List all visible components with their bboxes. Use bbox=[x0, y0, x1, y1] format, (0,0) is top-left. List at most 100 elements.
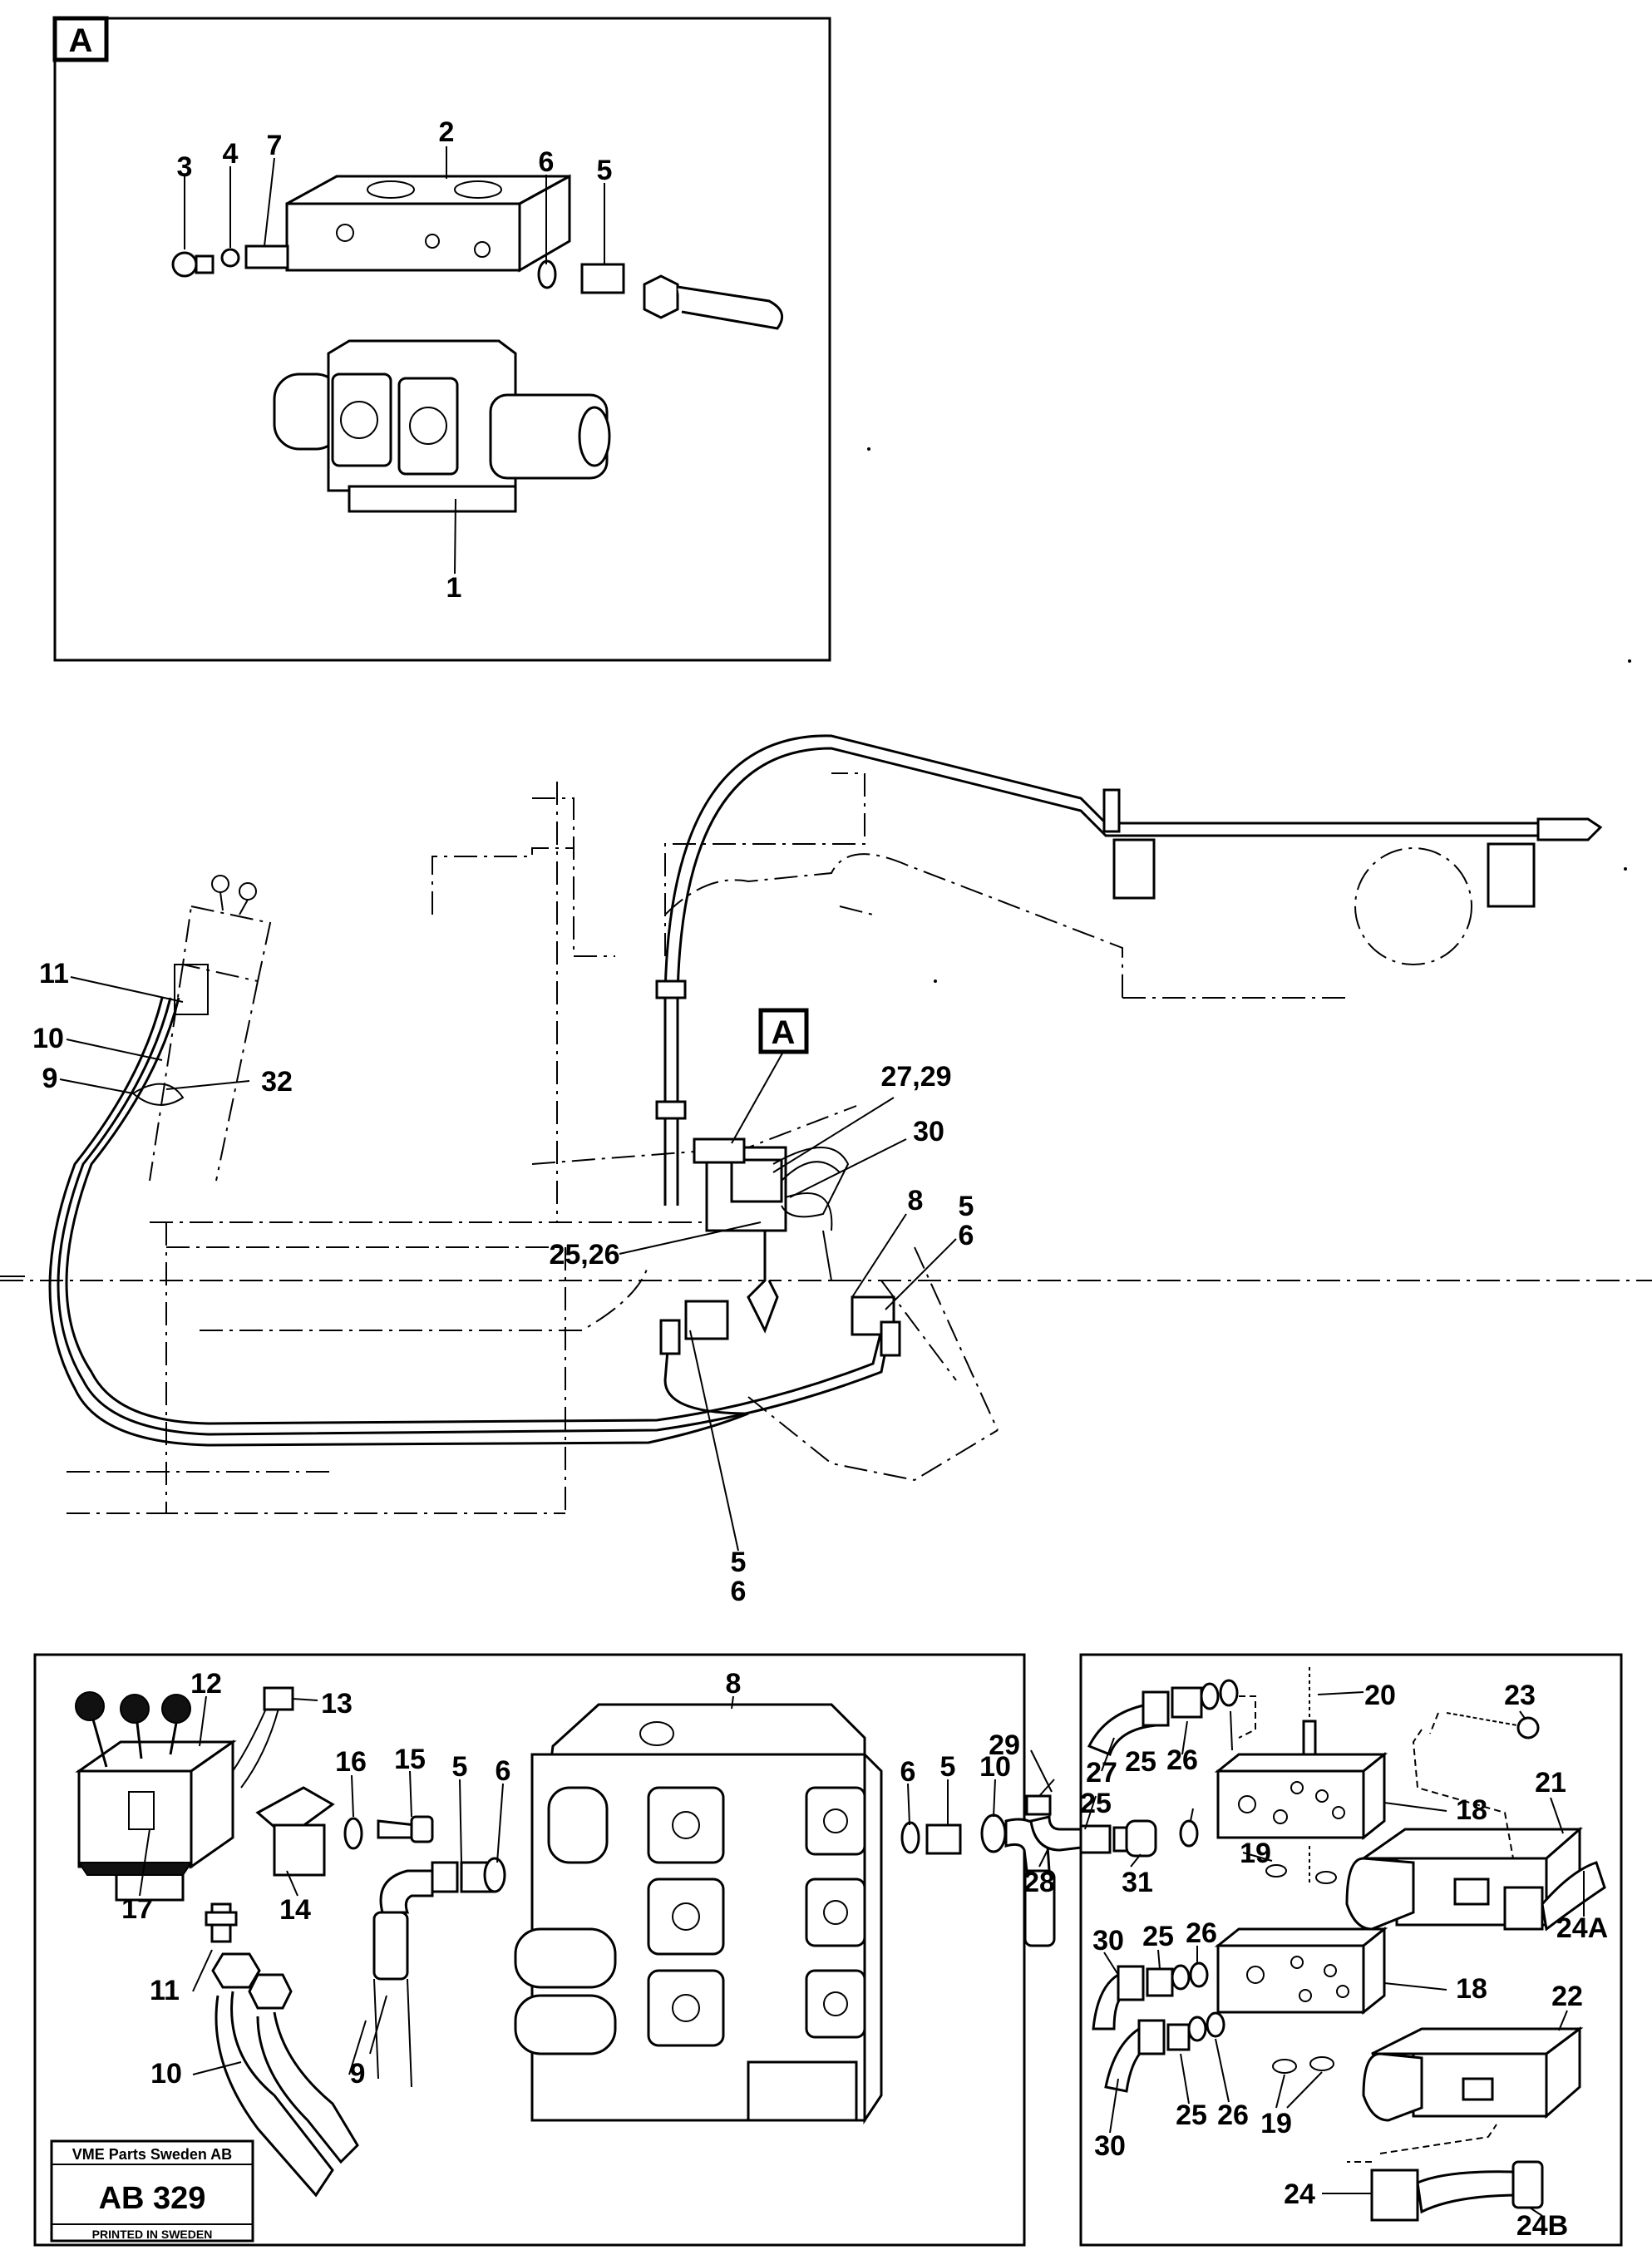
label-6-right-valve: 6 bbox=[900, 1756, 916, 1788]
fittings-left bbox=[171, 244, 289, 278]
label-25-mid: 25 bbox=[1080, 1788, 1112, 1819]
connector-24-24B bbox=[1347, 2160, 1544, 2222]
valve-block-overview bbox=[659, 1137, 901, 1357]
solenoid-detail-leaders bbox=[1038, 1691, 1585, 2217]
control-valve-8 bbox=[514, 1703, 883, 2124]
label-29-valve: 29 bbox=[989, 1729, 1020, 1761]
scan-specks bbox=[867, 447, 1631, 983]
title-block: VME Parts Sweden AB AB 329 PRINTED IN SW… bbox=[50, 2139, 254, 2243]
label-25-bottom: 25 bbox=[1176, 2100, 1207, 2131]
label-15: 15 bbox=[394, 1744, 426, 1775]
washers-19-top bbox=[1265, 1846, 1337, 1884]
label-25-26: 25,26 bbox=[549, 1239, 619, 1271]
overview-labels: 11 10 9 32 27,29 30 25,26 8 5 6 5 6 bbox=[32, 958, 974, 1607]
label-4: 4 bbox=[223, 138, 239, 170]
label-24: 24 bbox=[1284, 2179, 1315, 2210]
solenoid-22 bbox=[1362, 2026, 1584, 2154]
label-9-hose: 9 bbox=[350, 2058, 366, 2090]
label-5-right: 5 bbox=[959, 1191, 974, 1222]
detail-a-leaders bbox=[184, 146, 605, 575]
detail-solenoid-panel: 20 23 21 27 25 26 25 31 28 18 19 24A 30 … bbox=[1023, 1653, 1623, 2247]
callout-a-box: A bbox=[731, 1008, 809, 1144]
label-11-valve: 11 bbox=[150, 1975, 180, 2006]
label-7: 7 bbox=[267, 130, 283, 161]
label-10-valve: 10 bbox=[979, 1751, 1011, 1783]
label-20: 20 bbox=[1364, 1680, 1396, 1711]
label-19-bottom: 19 bbox=[1260, 2108, 1292, 2139]
label-6-bottom: 6 bbox=[731, 1576, 747, 1607]
valve-detail-leaders bbox=[139, 1695, 1053, 2075]
label-5: 5 bbox=[597, 155, 613, 186]
lever-box-12 bbox=[75, 1691, 237, 1902]
label-21: 21 bbox=[1535, 1767, 1566, 1799]
label-24B: 24B bbox=[1516, 2210, 1568, 2242]
label-14: 14 bbox=[279, 1894, 311, 1926]
label-11: 11 bbox=[39, 958, 69, 989]
label-6-left: 6 bbox=[496, 1755, 511, 1787]
hoses-9-10 bbox=[205, 1902, 359, 2198]
label-5-bottom: 5 bbox=[731, 1547, 747, 1578]
control-lever-housing bbox=[149, 875, 272, 1182]
title-company: VME Parts Sweden AB bbox=[72, 2146, 232, 2163]
label-30-mid: 30 bbox=[1092, 1925, 1124, 1956]
label-26-top: 26 bbox=[1166, 1744, 1198, 1776]
sensor-13-bracket-14 bbox=[232, 1686, 434, 1877]
screw-20 bbox=[1302, 1667, 1317, 1756]
label-26-lower: 26 bbox=[1186, 1917, 1217, 1949]
label-25-top: 25 bbox=[1125, 1746, 1156, 1778]
detail-a-panel: A bbox=[52, 16, 831, 662]
detail-a-letter: A bbox=[69, 22, 93, 59]
hose-27-fittings bbox=[1087, 1679, 1256, 1756]
title-footer: PRINTED IN SWEDEN bbox=[92, 2228, 213, 2241]
label-32: 32 bbox=[261, 1066, 293, 1098]
label-22: 22 bbox=[1551, 1981, 1583, 2012]
label-24A: 24A bbox=[1556, 1912, 1608, 1944]
connector-24A bbox=[1503, 1861, 1606, 1932]
label-8-valve: 8 bbox=[726, 1668, 742, 1700]
elbow-hose-left bbox=[372, 1857, 506, 2088]
label-10-hose: 10 bbox=[150, 2058, 182, 2090]
fittings-right bbox=[537, 259, 784, 330]
valve-body-1 bbox=[273, 339, 611, 513]
solenoid-detail-labels: 20 23 21 27 25 26 25 31 28 18 19 24A 30 … bbox=[1023, 1680, 1608, 2242]
label-19-top: 19 bbox=[1240, 1838, 1271, 1869]
callout-a-letter: A bbox=[772, 1014, 796, 1051]
label-18-top: 18 bbox=[1456, 1794, 1487, 1826]
overview-leaders bbox=[59, 976, 957, 1552]
label-12: 12 bbox=[190, 1668, 222, 1700]
label-5-right-valve: 5 bbox=[940, 1751, 956, 1783]
valve-detail-labels: 12 13 16 15 17 14 5 6 8 6 5 10 29 11 10 … bbox=[121, 1668, 1020, 2090]
label-31: 31 bbox=[1122, 1867, 1153, 1898]
label-27-29: 27,29 bbox=[880, 1061, 951, 1093]
label-9: 9 bbox=[42, 1063, 58, 1094]
hoses-30-fittings bbox=[1092, 1961, 1225, 2093]
label-13: 13 bbox=[321, 1688, 353, 1720]
label-26-bottom: 26 bbox=[1217, 2100, 1249, 2131]
screw-23 bbox=[1446, 1712, 1540, 1739]
label-30-bottom: 30 bbox=[1094, 2130, 1126, 2162]
control-hoses bbox=[48, 997, 891, 1447]
overview-installation: A 11 10 9 32 27,29 30 25,26 8 5 6 bbox=[0, 734, 1652, 1607]
detail-control-valve-panel: 12 13 16 15 17 14 5 6 8 6 5 10 29 11 10 … bbox=[33, 1653, 1056, 2247]
title-code: AB 329 bbox=[99, 2181, 206, 2216]
label-6-right: 6 bbox=[959, 1220, 974, 1251]
block-18-top bbox=[1214, 1751, 1388, 1841]
label-17: 17 bbox=[121, 1893, 153, 1925]
washers-19-bottom bbox=[1272, 2056, 1334, 2074]
solenoid-21 bbox=[1345, 1712, 1583, 1931]
elbow-28-fittings bbox=[1025, 1794, 1199, 1858]
label-5-left: 5 bbox=[452, 1751, 468, 1783]
label-23: 23 bbox=[1504, 1680, 1536, 1711]
label-2: 2 bbox=[439, 116, 455, 148]
label-18-bottom: 18 bbox=[1456, 1973, 1487, 2005]
label-8: 8 bbox=[908, 1185, 924, 1216]
detail-a-labels: 1 2 3 4 5 6 7 bbox=[177, 116, 613, 604]
fittings-right-valve bbox=[900, 1813, 1056, 1947]
label-1: 1 bbox=[446, 572, 462, 604]
label-28: 28 bbox=[1023, 1867, 1055, 1898]
hydraulic-pipe-rear bbox=[655, 734, 1603, 1206]
machine-frame-outline bbox=[0, 772, 1652, 1514]
block-18-bottom bbox=[1214, 1926, 1388, 2016]
label-3: 3 bbox=[177, 151, 193, 183]
